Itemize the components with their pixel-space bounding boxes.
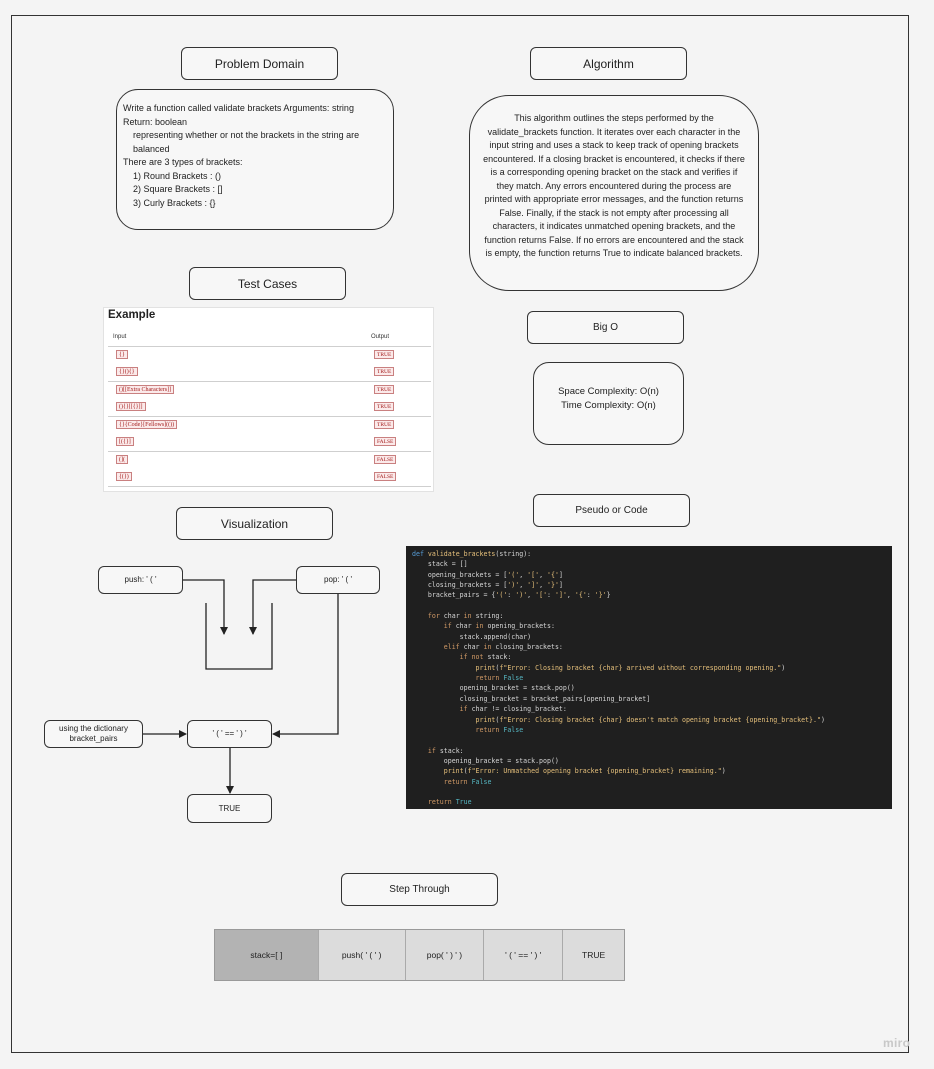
code-line: print(f"Error: Closing bracket {char} ar…: [475, 663, 786, 672]
code-line: if char != closing_bracket:: [459, 705, 567, 714]
input-column-header: Input: [113, 334, 127, 340]
test-output: TRUE: [374, 350, 395, 359]
push-arrow: [183, 579, 228, 635]
pd-line: representing whether or not the brackets…: [133, 130, 360, 140]
test-output: TRUE: [374, 402, 395, 411]
test-input: ()[[Extra Characters]]: [116, 385, 175, 394]
code-line: [412, 735, 892, 745]
algorithm-header[interactable]: Algorithm: [530, 47, 687, 80]
code-line: if stack:: [427, 746, 464, 755]
code-block[interactable]: def validate_brackets(string): stack = […: [406, 546, 892, 809]
code-line: elif char in closing_brackets:: [443, 643, 563, 652]
test-input: {}{Code}[Fellows](()): [116, 420, 178, 429]
code-line: def validate_brackets(string):: [412, 550, 532, 558]
code-line: return False: [443, 777, 492, 786]
code-line: stack.append(char): [412, 632, 532, 641]
test-output: FALSE: [374, 437, 397, 446]
test-input: (){}[[{}]]: [116, 402, 146, 411]
algorithm-text: This algorithm outlines the steps perfor…: [483, 113, 745, 258]
code-line: opening_bracket = stack.pop(): [412, 684, 575, 693]
test-input: {(}): [116, 472, 132, 481]
code-line: print(f"Error: Closing bracket {char} do…: [475, 715, 825, 724]
algorithm-card[interactable]: This algorithm outlines the steps perfor…: [469, 95, 759, 291]
big-o-header[interactable]: Big O: [527, 311, 684, 344]
test-cases-header[interactable]: Test Cases: [189, 267, 346, 300]
dictionary-note-line: bracket_pairs: [69, 734, 118, 743]
table-title: Example: [108, 309, 156, 321]
divider: [108, 381, 431, 382]
code-line: return False: [475, 725, 524, 734]
miro-watermark: miro: [883, 1036, 911, 1050]
step-cell[interactable]: ' ( ' == ' ) ': [484, 930, 564, 980]
dictionary-note-line: using the dictionary: [59, 724, 128, 733]
complexity-card[interactable]: Space Complexity: O(n) Time Complexity: …: [533, 362, 684, 445]
test-output: TRUE: [374, 385, 395, 394]
code-line: [412, 601, 892, 611]
divider: [108, 486, 431, 487]
space-complexity: Space Complexity: O(n): [558, 386, 659, 397]
test-output: FALSE: [374, 455, 397, 464]
pd-line: 2) Square Brackets : []: [133, 184, 223, 194]
divider: [108, 346, 431, 347]
code-line: return True: [427, 798, 472, 807]
step-cell[interactable]: push( ' ( ' ): [318, 930, 406, 980]
push-box[interactable]: push: ' ( ': [98, 566, 183, 594]
output-column-header: Output: [371, 334, 390, 340]
code-line: closing_brackets = [')', ']', '}']: [412, 581, 563, 590]
code-line: if char in opening_brackets:: [443, 622, 555, 631]
pd-line: Write a function called validate bracket…: [123, 103, 354, 113]
test-input: {}(){}: [116, 367, 138, 376]
pop-to-compare-arrow: [272, 594, 339, 738]
test-input: (](: [116, 455, 128, 464]
code-line: stack = []: [412, 560, 468, 569]
dictionary-note-box[interactable]: using the dictionary bracket_pairs: [44, 720, 143, 748]
code-line: [412, 787, 892, 797]
pd-line: 1) Round Brackets : (): [133, 170, 222, 181]
test-input: [({}]: [116, 437, 134, 446]
code-line: return False: [475, 674, 524, 683]
pd-line: 3) Curly Brackets : {}: [133, 197, 216, 208]
code-line: closing_bracket = bracket_pairs[opening_…: [412, 694, 651, 703]
pseudo-code-header[interactable]: Pseudo or Code: [533, 494, 690, 527]
code-line: if not stack:: [459, 653, 512, 662]
test-cases-table[interactable]: Example Input Output {} TRUE {}(){} TRUE…: [103, 307, 434, 492]
visualization-header[interactable]: Visualization: [176, 507, 333, 540]
test-input: {}: [116, 350, 128, 359]
step-through-header[interactable]: Step Through: [341, 873, 498, 906]
pop-box[interactable]: pop: ' ( ': [296, 566, 380, 594]
pop-arrow: [249, 579, 296, 635]
stack-container: [205, 603, 273, 670]
step-through-strip: stack=[ ] push( ' ( ' ) pop( ' ) ' ) ' (…: [214, 929, 625, 981]
code-line: print(f"Error: Unmatched opening bracket…: [443, 767, 726, 776]
code-line: for char in string:: [427, 612, 504, 621]
code-line: opening_brackets = ['(', '[', '{']: [412, 570, 563, 579]
result-box[interactable]: TRUE: [187, 794, 272, 823]
divider: [108, 416, 431, 417]
step-cell[interactable]: TRUE: [563, 930, 624, 980]
problem-domain-header[interactable]: Problem Domain: [181, 47, 338, 80]
time-complexity: Time Complexity: O(n): [561, 399, 656, 411]
compare-box[interactable]: ' ( ' == ' ) ': [187, 720, 272, 748]
pd-line: balanced: [133, 143, 170, 154]
code-line: opening_bracket = stack.pop(): [412, 756, 559, 765]
problem-domain-card[interactable]: Write a function called validate bracket…: [116, 89, 394, 230]
step-cell[interactable]: pop( ' ) ' ): [405, 930, 485, 980]
step-cell[interactable]: stack=[ ]: [215, 930, 319, 980]
divider: [108, 451, 431, 452]
pd-line: Return: boolean: [123, 116, 188, 127]
code-line: bracket_pairs = {'(': ')', '[': ']', '{'…: [412, 591, 611, 600]
test-output: TRUE: [374, 420, 395, 429]
pd-line: There are 3 types of brackets:: [123, 157, 243, 167]
test-output: TRUE: [374, 367, 395, 376]
test-output: FALSE: [374, 472, 397, 481]
